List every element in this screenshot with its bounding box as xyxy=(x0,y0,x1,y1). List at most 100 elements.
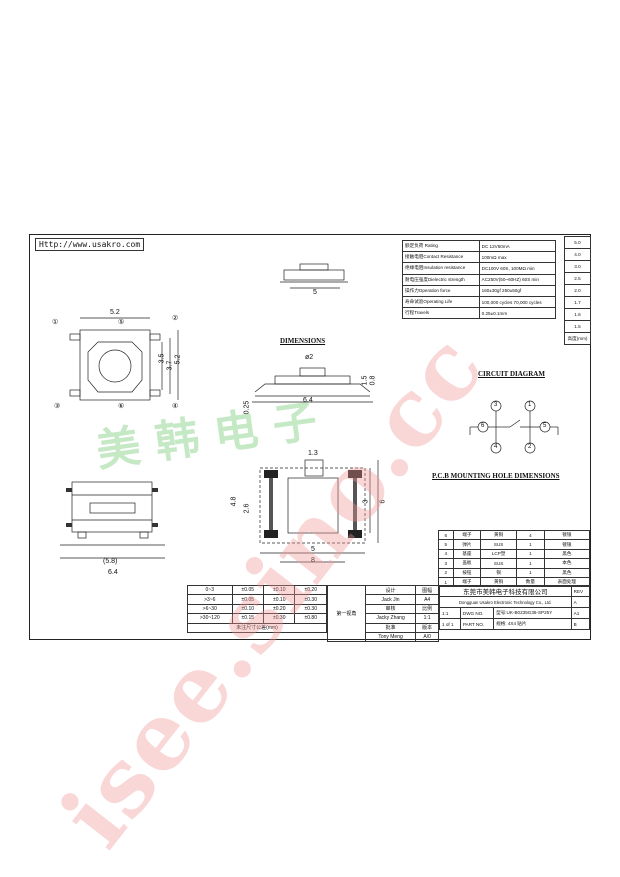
top-view-button xyxy=(98,349,132,383)
bom-qty: 1 xyxy=(516,567,545,578)
bom-finish: 黑色 xyxy=(543,548,591,560)
dim-0-8: 0.8 xyxy=(369,375,377,386)
pcb-outline xyxy=(259,467,366,544)
bom-mat: 黄铜 xyxy=(480,529,518,541)
bom-mat: SUS xyxy=(480,539,518,550)
side-view-top-body xyxy=(283,269,345,281)
dim-front-6-4: 6.4 xyxy=(108,569,118,576)
company-en: Dongguan Usakro Electronic Technology Co… xyxy=(439,596,572,608)
bom-no: 4 xyxy=(438,548,454,560)
tolerance-cell: ±0.30 xyxy=(294,594,327,605)
dim-pcb-8: 8 xyxy=(311,557,315,564)
dim-3-5: 3.5 xyxy=(158,353,166,364)
bom-no: 6 xyxy=(438,529,454,541)
tolerance-cell: ±0.80 xyxy=(294,613,327,624)
tolerance-cell: ±0.20 xyxy=(294,584,327,596)
sheet-no: 1 of 1 xyxy=(439,618,461,630)
bom-no: 5 xyxy=(438,539,454,550)
dwg-no: 型号:UK-B0235G36-SP25Y xyxy=(493,607,572,619)
bom-mat: LCP塑 xyxy=(480,548,518,560)
pcb-heading: P.C.B MOUNTING HOLE DIMENSIONS xyxy=(432,472,560,480)
dim-pcb-6: 6 xyxy=(379,499,387,504)
pin-6-label: ⑥ xyxy=(118,403,125,410)
bom-no: 2 xyxy=(438,567,454,578)
dim-front-5-8: (5.8) xyxy=(103,558,118,565)
scale-row: 1:1 xyxy=(439,607,461,619)
tolerance-cell: >3~6 xyxy=(187,594,233,605)
dim-1-5: 1.5 xyxy=(361,375,369,386)
bom-no: 3 xyxy=(438,558,454,569)
signoff-name-2: Tony Meng xyxy=(364,631,417,643)
tolerance-row: >30~120±0.15±0.30±0.80 xyxy=(187,613,327,624)
dim-pcb-1-3: 1.3 xyxy=(308,450,318,457)
rev-col-1: A xyxy=(570,596,591,608)
circuit-heading: CIRCUIT DIAGRAM xyxy=(478,370,545,378)
dim-5-2-side: 5.2 xyxy=(174,354,182,365)
bom-qty: 4 xyxy=(516,529,545,541)
dim-pcb-3: 3 xyxy=(362,499,370,504)
part-no: 规格: 4X4 贴片 xyxy=(493,618,572,630)
tolerance-cell: ±0.10 xyxy=(263,594,296,605)
misc-unit-label: 比例 xyxy=(415,603,439,615)
bom-finish: 镀银 xyxy=(543,529,591,541)
dim-0-25: 0.25 xyxy=(243,400,251,415)
pcb-pads xyxy=(264,470,362,538)
bom-finish: 本色 xyxy=(543,558,591,569)
signoff-role-1: 审核 xyxy=(364,603,417,615)
bom-mat: 铜 xyxy=(480,567,518,578)
tolerance-cell: 0~3 xyxy=(187,584,233,596)
dim-phi: ø2 xyxy=(305,354,314,361)
bom-qty: 1 xyxy=(516,548,545,560)
tolerance-cell: >6~30 xyxy=(187,603,233,615)
thickness-footer: 高度(mm) xyxy=(564,332,591,345)
bom-mat: SUS xyxy=(480,558,518,569)
pin-1-label: ① xyxy=(52,319,59,326)
drawing-frame xyxy=(29,234,591,640)
front-view-body xyxy=(71,481,153,533)
top-view-body xyxy=(79,329,151,401)
tolerance-row: >6~30±0.10±0.20±0.30 xyxy=(187,603,327,615)
dim-6-4: 6.4 xyxy=(303,397,313,404)
bom-name: 按钮 xyxy=(452,567,482,578)
misc-ver: A/0 xyxy=(415,631,439,643)
dim-top-width: 5.2 xyxy=(110,309,120,316)
company-cn: 东莞市美韩电子科技有限公司 xyxy=(439,585,572,597)
projection-label: 第一视角 xyxy=(327,584,366,643)
front-view-legs xyxy=(66,488,158,527)
tolerance-cell: >30~120 xyxy=(187,613,233,624)
tolerance-cell: ±0.05 xyxy=(231,584,265,596)
signoff-name-0: Jack Jin xyxy=(364,594,417,605)
bom-finish: 镀银 xyxy=(543,539,591,550)
spec-label: 额定负荷 Rating xyxy=(402,239,480,253)
pin-3-label: ③ xyxy=(54,403,61,410)
pin-5-label: ⑤ xyxy=(118,319,125,326)
circuit-pin-5-label: 5 xyxy=(543,423,547,429)
part-label: PART NO. xyxy=(459,618,495,630)
circuit-pin-4-label: 4 xyxy=(494,444,498,450)
misc-scale: A4 xyxy=(415,594,439,605)
spec-value: DC 12V50mA xyxy=(478,239,557,253)
bom-finish: 黑色 xyxy=(543,567,591,578)
rev-col-2: A1 xyxy=(570,607,591,619)
tolerance-cell: ±0.30 xyxy=(294,603,327,615)
tolerance-table: 0~3±0.05±0.10±0.20>3~6±0.05±0.10±0.30>6~… xyxy=(187,584,327,633)
website-url[interactable]: Http://www.usakro.com xyxy=(35,238,145,251)
dim-side-width: 5 xyxy=(313,289,317,296)
top-view-octagon xyxy=(87,341,143,393)
dim-pcb-4-8: 4.8 xyxy=(230,496,238,507)
dimensions-heading: DIMENSIONS xyxy=(280,337,326,345)
circuit-pin-1-label: 1 xyxy=(528,402,532,408)
bom-name: 盖板 xyxy=(452,558,482,569)
bom-qty: 1 xyxy=(516,539,545,550)
